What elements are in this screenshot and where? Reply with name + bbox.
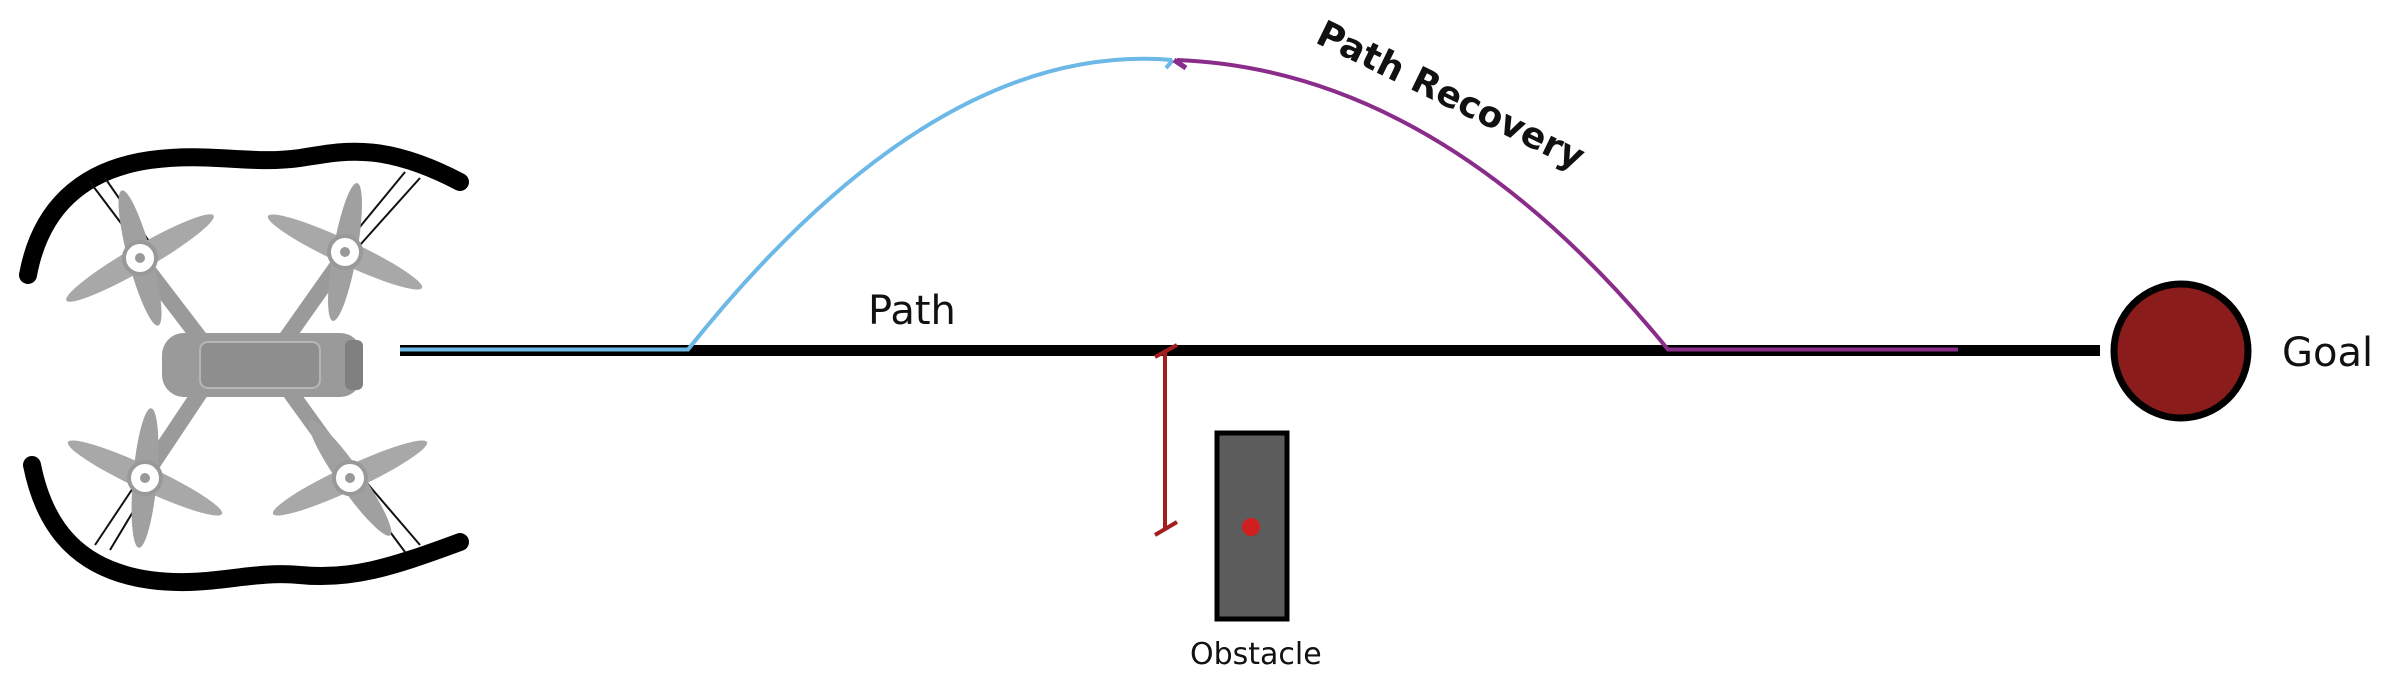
drone-bumper-bottom	[23, 456, 469, 592]
goal-label: Goal	[2282, 330, 2373, 376]
return-trajectory	[1176, 58, 1958, 352]
path-label: Path	[868, 288, 956, 334]
obstacle-label: Obstacle	[1190, 637, 1322, 672]
obstacle-block	[1214, 430, 1290, 622]
propeller-rear-left	[67, 408, 223, 548]
path-line	[400, 345, 2100, 356]
propeller-rear-right	[272, 420, 428, 536]
drone-body-panel	[199, 341, 321, 389]
quadcopter-drone-icon	[19, 142, 469, 592]
outbound-trajectory	[400, 56, 1173, 352]
propeller-front-left	[66, 190, 214, 326]
path-recovery-label: Path Recovery	[1310, 13, 1591, 178]
apex-marker-blue	[1164, 58, 1175, 70]
obstacle-center-marker	[1242, 518, 1260, 536]
apex-marker-purple	[1172, 57, 1188, 71]
obstacle-distance-marker	[1153, 343, 1179, 537]
propeller-front-right	[267, 183, 423, 321]
goal-circle	[2110, 280, 2252, 422]
drone-bumper-top	[19, 142, 469, 284]
drone-camera	[345, 340, 363, 390]
